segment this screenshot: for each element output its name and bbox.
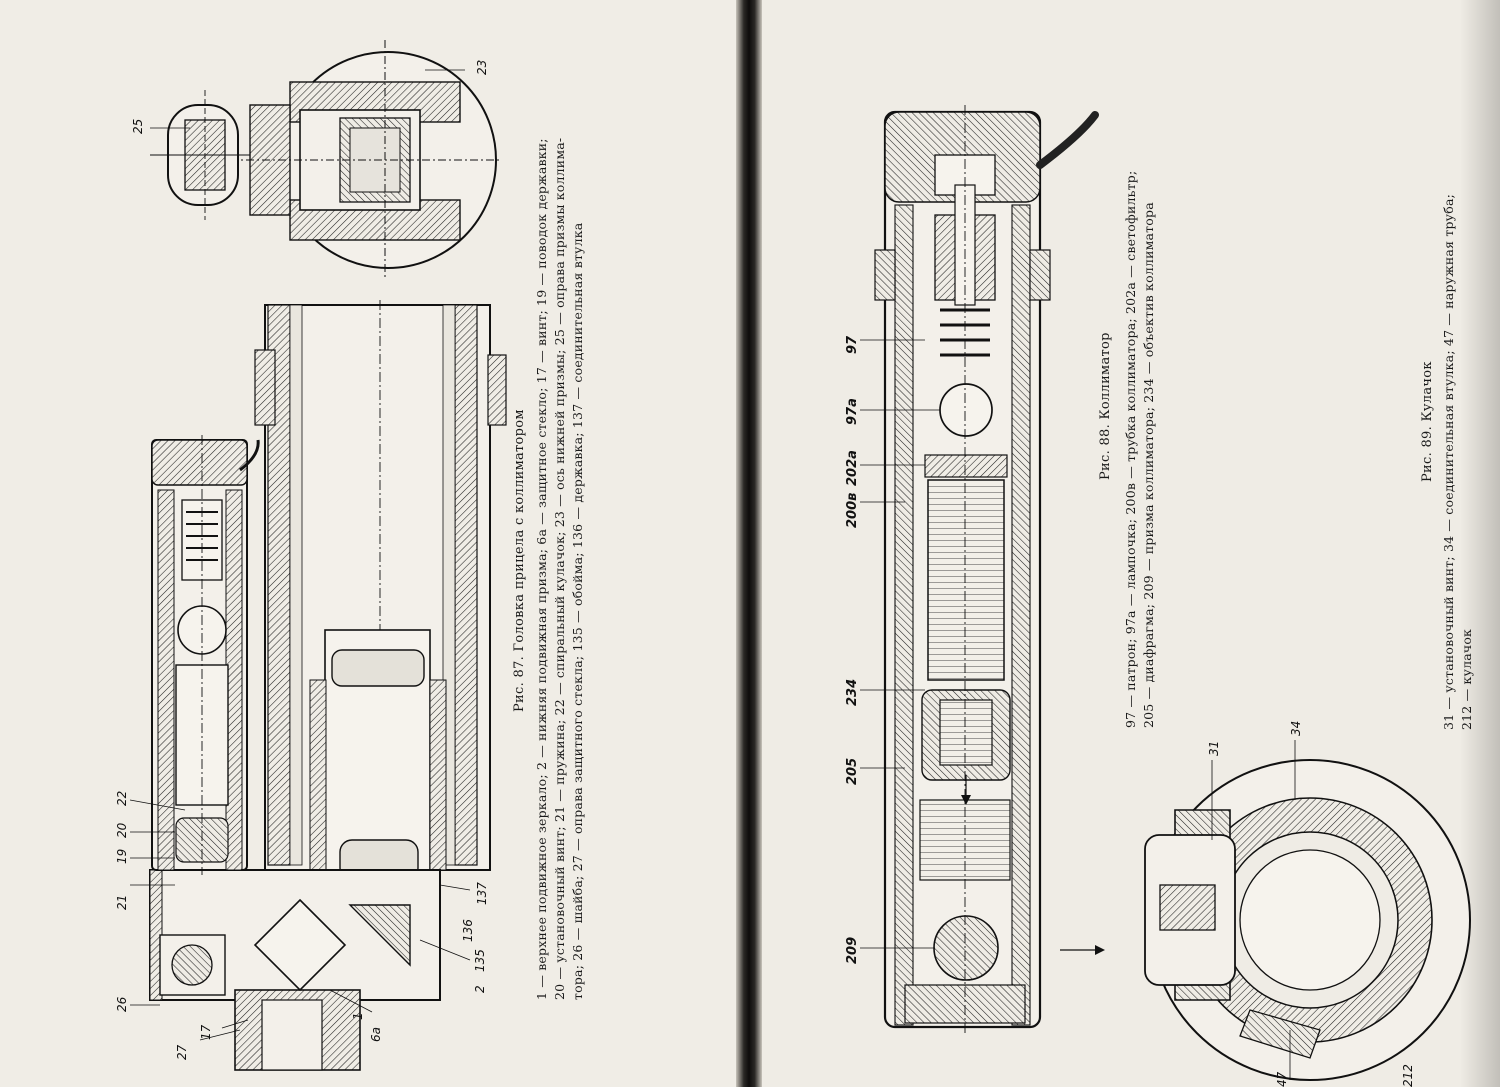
- fig87-label-22: 22: [115, 791, 129, 806]
- fig87-leaders: [129, 69, 471, 1041]
- fig88-legend-line-2: 205 — диафрагма; 209 — призма коллиматор…: [1141, 202, 1156, 728]
- fig89-cam-drawing: [1144, 759, 1471, 1081]
- fig87-label-19: 19: [115, 849, 129, 864]
- fig89-caption: Рис. 89. Кулачок: [1420, 361, 1435, 482]
- fig87-label-27: 27: [175, 1044, 189, 1060]
- fig89-label-34: 34: [1289, 721, 1303, 736]
- fig87-legend-line-3: тора; 26 — шайба; 27 — оправа защитного …: [570, 222, 585, 1000]
- fig88-label-205: 205: [845, 758, 860, 785]
- fig87-prism-mount-25: [150, 90, 250, 220]
- fig87-collimator-tube: [151, 435, 260, 875]
- fig87-label-135: 135: [473, 949, 487, 972]
- fig88-label-97: 97: [845, 335, 860, 354]
- fig87-caption: Рис. 87. Головка прицела с коллиматором: [512, 409, 527, 712]
- fig89-legend-line-1: 31 — установочный винт; 34 — соединитель…: [1441, 193, 1456, 730]
- book-gutter: [736, 0, 762, 1087]
- fig87-legend-line-2: 20 — установочный винт; 21 — пружина; 22…: [552, 137, 567, 1000]
- fig89-label-47: 47: [1275, 1071, 1289, 1087]
- fig87-label-17: 17: [199, 1024, 213, 1040]
- fig88-legend: 97 — патрон; 97а — лампочка; 200в — труб…: [1122, 171, 1158, 728]
- fig88-label-209: 209: [845, 937, 860, 964]
- fig89-label-212: 212: [1401, 1064, 1415, 1087]
- fig87-label-20: 20: [115, 822, 129, 838]
- fig89-part-labels: 31 34 47 212: [1207, 721, 1415, 1087]
- fig88-legend-line-1: 97 — патрон; 97а — лампочка; 200в — труб…: [1123, 170, 1138, 728]
- fig88-label-200v: 200в: [845, 493, 860, 528]
- fig88-part-labels: 97 97а 202а 200в 234 205 209: [845, 335, 860, 964]
- fig87-title: Рис. 87. Головка прицела с коллиматором: [512, 409, 527, 712]
- fig87-label-23: 23: [475, 60, 489, 75]
- fig87-legend: 1 — верхнее подвижное зеркало; 2 — нижня…: [533, 138, 587, 1000]
- fig87-label-2: 2: [473, 985, 487, 993]
- fig87-label-26: 26: [115, 996, 129, 1012]
- fig87-label-21: 21: [115, 895, 129, 910]
- fig88-leaders: [860, 339, 940, 949]
- fig88-label-202a: 202а: [845, 450, 860, 486]
- fig88-label-234: 234: [845, 679, 860, 706]
- fig89-legend: 31 — установочный винт; 34 — соединитель…: [1440, 194, 1476, 730]
- fig88-title: Рис. 88. Коллиматор: [1098, 332, 1113, 480]
- fig89-title: Рис. 89. Кулачок: [1420, 361, 1435, 482]
- fig88-collimator-drawing: [874, 105, 1105, 1035]
- fig87-detail-circle: [230, 40, 500, 280]
- fig87-part-labels: 25 23 22 20 19 21 26 27 17 6а 1 2 135 13…: [115, 60, 489, 1060]
- fig89-leaders: [1211, 740, 1296, 1080]
- fig89-label-31: 31: [1207, 741, 1221, 756]
- fig87-label-1: 1: [351, 1012, 365, 1020]
- fig87-label-136: 136: [461, 919, 475, 942]
- fig87-label-6a: 6а: [369, 1027, 383, 1042]
- fig88-caption: Рис. 88. Коллиматор: [1098, 332, 1113, 480]
- fig89-legend-line-2: 212 — кулачок: [1459, 628, 1474, 730]
- fig87-label-137: 137: [475, 882, 489, 905]
- fig87-label-25: 25: [131, 119, 145, 134]
- fig87-legend-line-1: 1 — верхнее подвижное зеркало; 2 — нижня…: [534, 138, 549, 1000]
- fig88-label-97a: 97а: [845, 398, 860, 425]
- fig87-main-section: [149, 300, 507, 1071]
